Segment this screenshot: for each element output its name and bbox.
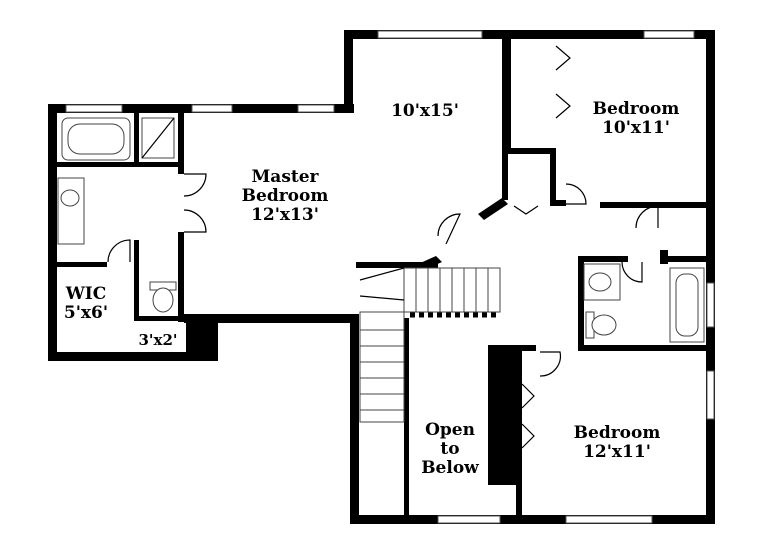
master-bedroom-label-line1: Master xyxy=(251,167,319,187)
master-bedroom-size: 12'x13' xyxy=(251,205,319,225)
doors xyxy=(107,45,659,449)
bedroom-se-size: 12'x11' xyxy=(583,442,651,462)
wic-size: 5'x6' xyxy=(64,303,108,323)
room-top-size: 10'x15' xyxy=(391,101,459,121)
staircase xyxy=(359,267,501,423)
open-to-below-line2: to xyxy=(440,439,459,459)
open-to-below-line3: Below xyxy=(421,458,479,478)
fixtures xyxy=(57,117,705,343)
bedroom-ne-size: 10'x11' xyxy=(602,118,670,138)
windows xyxy=(65,30,715,524)
interior-walls xyxy=(57,30,715,524)
wic-label: WIC xyxy=(65,284,107,304)
room-labels: Master Bedroom 12'x13' 10'x15' Bedroom 1… xyxy=(64,99,679,478)
master-bedroom-label-line2: Bedroom xyxy=(242,186,329,206)
bedroom-ne-label: Bedroom xyxy=(593,99,680,119)
closet-small-size: 3'x2' xyxy=(138,331,177,349)
bedroom-se-label: Bedroom xyxy=(574,423,661,443)
open-to-below-line1: Open xyxy=(425,420,475,440)
